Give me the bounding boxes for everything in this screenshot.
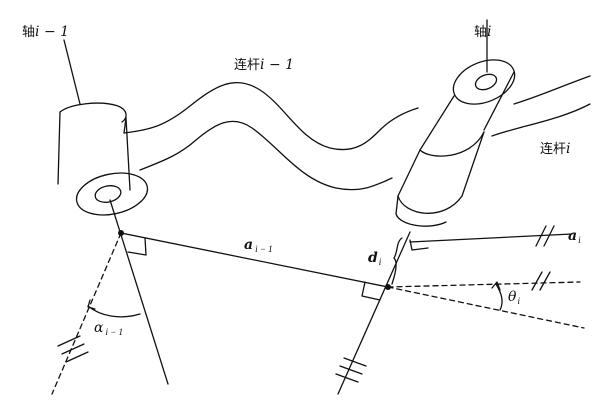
origin-dot-cur (385, 284, 391, 290)
link-prev-outline-top (123, 81, 419, 151)
label-link-prev: 连杆i − 1 (234, 57, 294, 73)
axis-prev-hash-2 (61, 343, 85, 355)
joint-cur-cylinder (395, 59, 516, 227)
dashed-a-prev-extension (387, 286, 585, 329)
a-cur-hash-2 (543, 225, 555, 247)
right-angle-mark-prev (127, 237, 147, 256)
d-cur-brace (391, 237, 403, 285)
dashed-x-prev-extension (51, 232, 122, 395)
theta-angle-arc (495, 283, 503, 311)
theta-arrow-head (491, 281, 501, 291)
axis-prev-hash-3 (65, 351, 89, 363)
right-angle-mark-cur-upper (409, 239, 429, 251)
link-prev-outline-bottom (139, 120, 393, 191)
axis-prev-upper-line (63, 39, 81, 105)
label-theta-cur: θi (508, 289, 520, 306)
right-angle-mark-cur-lower (361, 281, 381, 301)
common-normal-a-prev (120, 232, 389, 288)
label-axis-prev: 轴i − 1 (22, 24, 69, 40)
label-d-cur: di (368, 250, 382, 267)
alpha-arrow-head (87, 299, 96, 310)
label-axis-cur: 轴i (474, 24, 492, 40)
dashed-hash-1 (531, 271, 543, 291)
link-cur-outline-bottom (491, 103, 591, 137)
label-a-cur: ai (568, 228, 581, 245)
axis-cur-hash-3 (335, 373, 359, 383)
link-cur-outline-top (513, 75, 591, 105)
axis-prev-hash-1 (57, 335, 81, 347)
axis-cur-lower-line (337, 231, 411, 395)
a-cur-hash-1 (535, 225, 547, 247)
origin-dot-prev (118, 230, 124, 236)
dashed-hash-2 (539, 271, 551, 291)
joint-prev-cylinder (57, 102, 149, 216)
axis-cur-hash-2 (339, 365, 363, 375)
dashed-a-prev-parallel (387, 281, 581, 288)
common-normal-a-cur (409, 233, 573, 243)
alpha-angle-arc (87, 305, 141, 318)
axis-prev-lower-line (109, 199, 169, 385)
axis-cur-hash-1 (343, 357, 367, 367)
label-link-cur: 连杆i (540, 141, 571, 157)
